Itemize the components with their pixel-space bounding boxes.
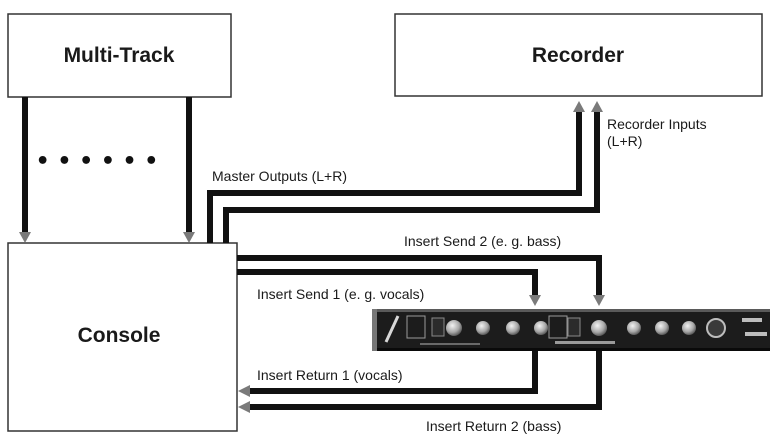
insert-return-2-label: Insert Return 2 (bass) [426, 418, 561, 434]
recorder-box: Recorder [394, 13, 763, 97]
insert-send-2-label: Insert Send 2 (e. g. bass) [404, 233, 561, 249]
console-box: Console [7, 242, 238, 432]
insert-return-1-label: Insert Return 1 (vocals) [257, 367, 403, 383]
multitrack-box: Multi-Track [7, 13, 232, 98]
rack-processor-unit [372, 309, 770, 351]
master-output-lines [207, 101, 603, 243]
insert-send-1-line [237, 269, 541, 306]
track-continuation-dots: • • • • • • [36, 149, 159, 174]
insert-send-2-line [237, 255, 605, 306]
recorder-inputs-sublabel: (L+R) [607, 133, 642, 149]
multitrack-output-lines [19, 97, 195, 243]
insert-send-1-label: Insert Send 1 (e. g. vocals) [257, 286, 424, 302]
recorder-inputs-label: Recorder Inputs [607, 116, 707, 132]
multitrack-label: Multi-Track [64, 44, 175, 67]
insert-return-1-line [238, 351, 538, 397]
console-label: Console [78, 324, 161, 347]
recorder-label: Recorder [532, 44, 624, 67]
insert-return-2-line [238, 351, 602, 413]
master-outputs-label: Master Outputs (L+R) [212, 168, 347, 184]
